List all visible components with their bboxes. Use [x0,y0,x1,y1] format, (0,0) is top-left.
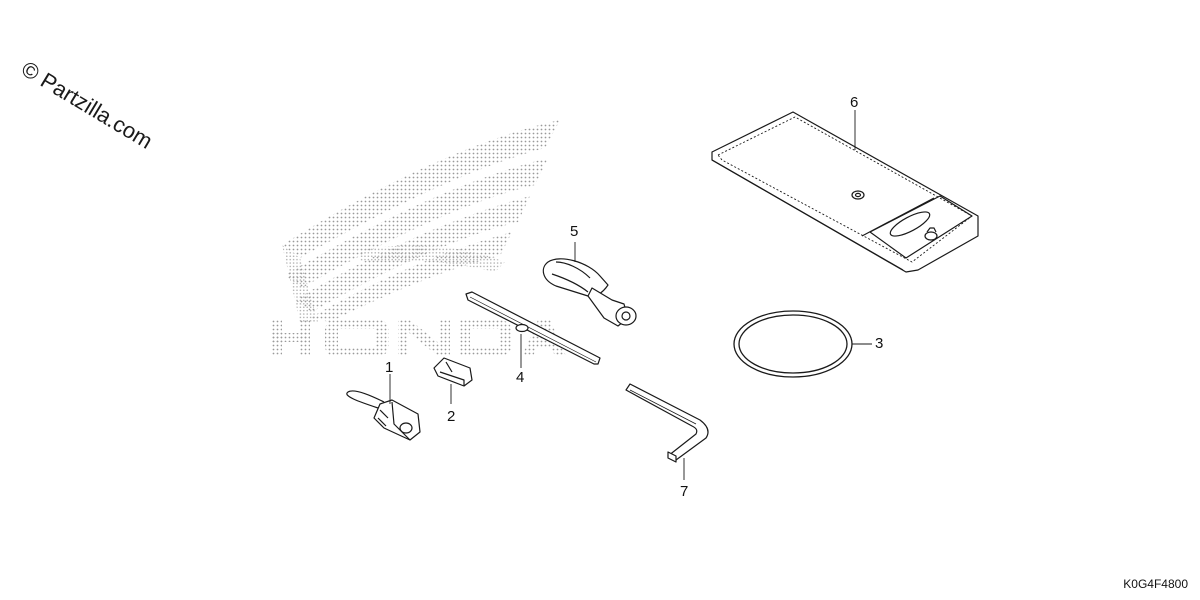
clip-icon [433,357,473,404]
callout-part-7: 7 [680,483,689,500]
callout-part-6: 6 [850,94,859,111]
callout-part-4: 4 [516,369,525,386]
o-ring-icon [733,310,872,378]
connector-cap-icon [346,374,421,441]
callout-part-5: 5 [570,223,579,240]
tool-bag-icon [711,110,979,273]
honda-wing-logo [272,120,566,356]
diagram-code: K0G4F4800 [1123,577,1188,591]
hex-wrench-icon [625,383,709,480]
callout-part-2: 2 [447,408,456,425]
callout-part-1: 1 [385,359,394,376]
screwdriver-handle-icon [542,242,637,327]
screwdriver-shaft-icon [465,291,601,368]
callout-part-3: 3 [875,335,884,352]
